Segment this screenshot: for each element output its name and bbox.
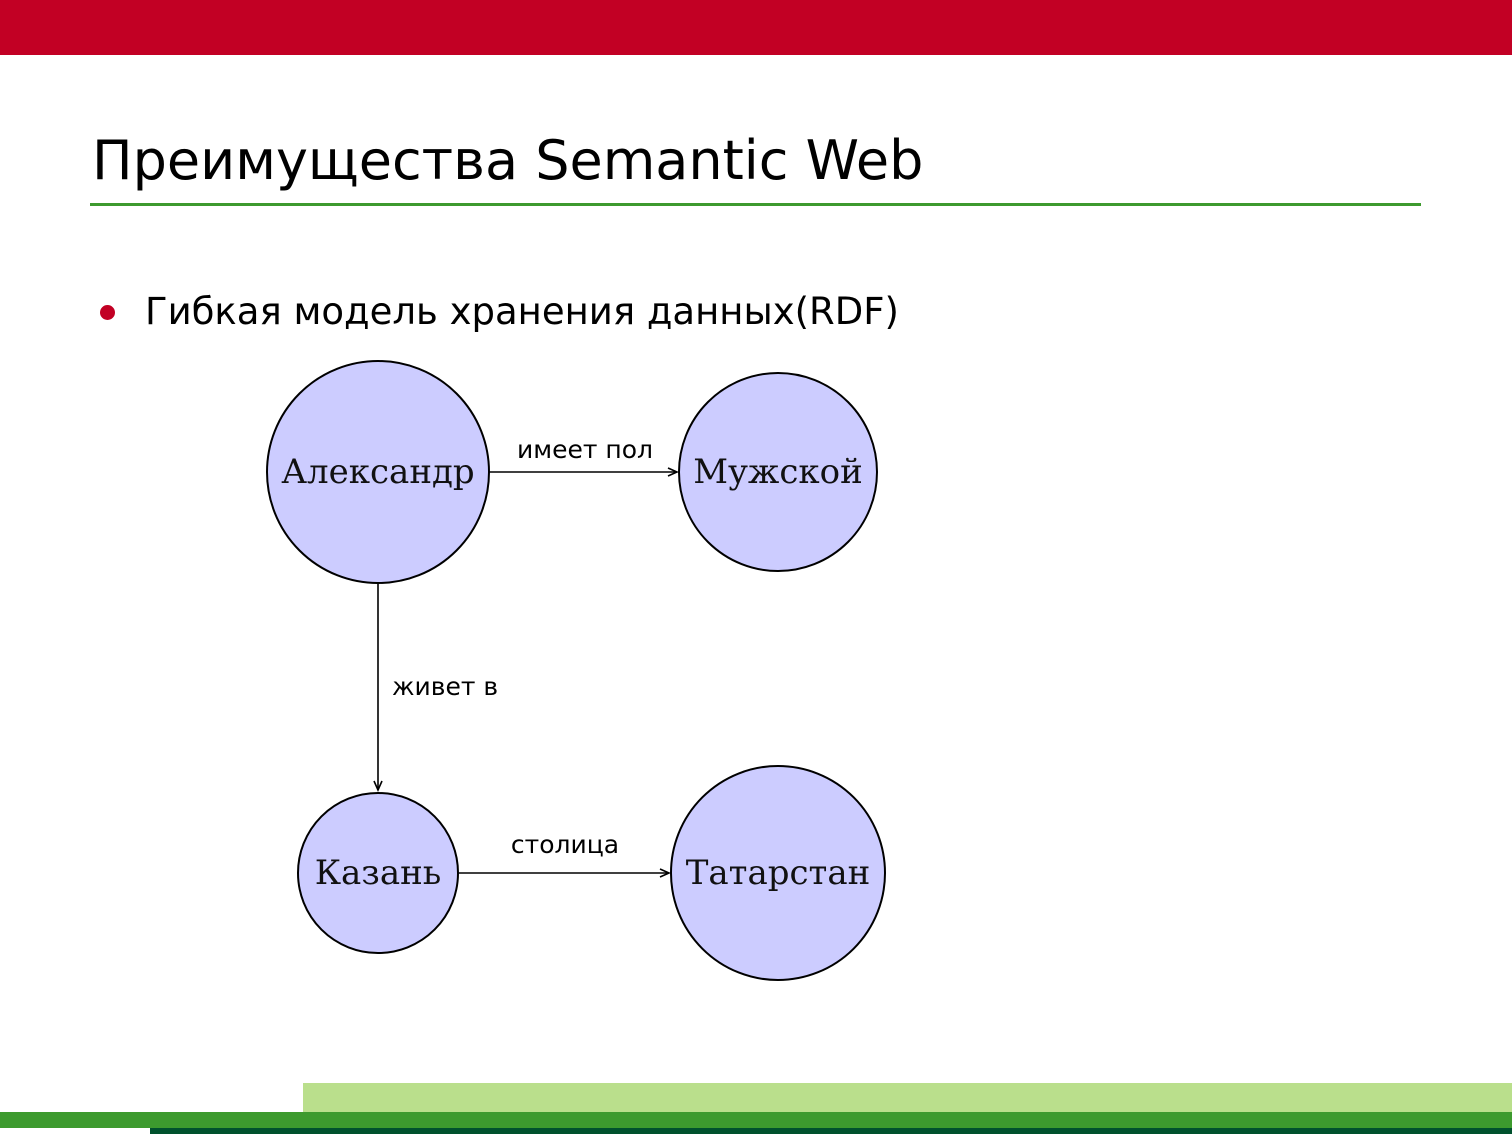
title-underline <box>90 203 1421 206</box>
footer-light-band <box>303 1083 1512 1113</box>
edge-label-lives-in: живет в <box>392 672 498 701</box>
bullet-item: Гибкая модель хранения данных(RDF) <box>100 286 899 336</box>
slide-title: Преимущества Semantic Web <box>92 129 924 192</box>
node-label-male: Мужской <box>693 452 863 492</box>
node-circle <box>266 360 490 584</box>
edge-capital: столица <box>459 830 671 878</box>
node-male: Мужской <box>678 372 878 572</box>
node-tatarstan: Татарстан <box>670 765 886 981</box>
bullet-dot-icon <box>100 304 115 320</box>
edge-label-has-gender: имеет пол <box>517 435 653 464</box>
header-band <box>0 0 1512 55</box>
node-circle <box>297 792 459 954</box>
footer-dark-band <box>150 1128 1512 1134</box>
edge-has-gender: имеет пол <box>489 435 679 477</box>
bullet-text: Гибкая модель хранения данных(RDF) <box>145 289 899 333</box>
node-circle <box>670 765 886 981</box>
footer-green-band <box>0 1112 1512 1128</box>
edge-lives-in: живет в <box>373 584 498 792</box>
node-circle <box>678 372 878 572</box>
node-label-tatarstan: Татарстан <box>686 853 871 893</box>
edge-label-capital: столица <box>511 830 619 859</box>
node-kazan: Казань <box>297 792 459 954</box>
node-label-alexander: Александр <box>281 452 474 492</box>
node-label-kazan: Казань <box>315 853 442 893</box>
node-alexander: Александр <box>266 360 490 584</box>
